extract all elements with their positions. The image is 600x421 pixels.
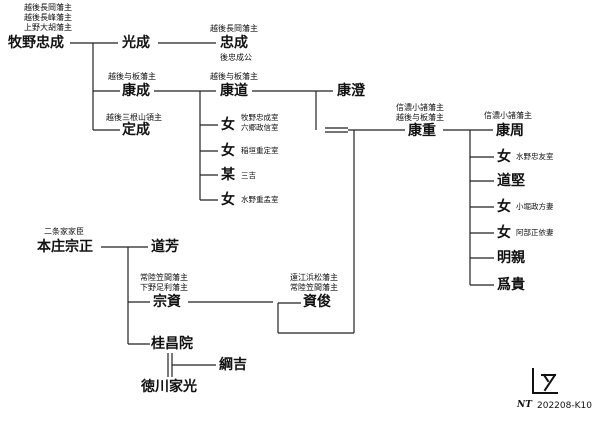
makino-yasuzumi-name: 康澄 (337, 83, 365, 99)
yasushige-child-4-note: 阿部正依妻 (516, 228, 554, 237)
honjo-sukeyoshi-title-2: 常陸笠間藩主 (290, 283, 338, 292)
honjo-sukeyoshi-title-1: 遠江浜松藩主 (290, 273, 338, 282)
honjo-munemasa-name: 本庄宗正 (37, 239, 93, 255)
author-logo-mark (532, 368, 558, 394)
honjo-iemitsu-name: 徳川家光 (141, 379, 197, 395)
makino-tadanari2-note: 後忠成公 (220, 53, 252, 62)
makino-tadanari2-title: 越後長岡藩主 (210, 24, 258, 33)
makino-tadanari-name: 牧野忠成 (8, 35, 64, 51)
yasumichi-child-4-glyph: 女 (221, 192, 235, 208)
makino-tadanari-title-3: 上野大胡藩主 (24, 23, 72, 32)
makino-tadanari-title-2: 越後長峰藩主 (24, 13, 72, 22)
honjo-michiyoshi-name: 道芳 (151, 239, 179, 255)
yasushige-child-1-note: 水野忠友室 (516, 152, 554, 161)
honjo-munesuke-title-1: 常陸笠間藩主 (140, 273, 188, 282)
yasushige-child-3-note: 小堀政方妻 (516, 202, 554, 211)
makino-yasushige-title-2: 越後与板藩主 (396, 113, 444, 122)
yasushige-child-5-glyph: 明親 (497, 250, 525, 266)
makino-sadanari-title: 越後三根山領主 (106, 113, 162, 122)
makino-yasuchika-title: 信濃小諸藩主 (484, 111, 532, 120)
chart-code: 202208-K10 (537, 401, 592, 411)
yasumichi-child-4-note: 水野重孟室 (241, 195, 279, 204)
yasumichi-child-1-note-1: 牧野忠成室 (241, 113, 279, 122)
honjo-munesuke-title-2: 下野足利藩主 (140, 283, 188, 292)
yasumichi-child-3-glyph: 某 (221, 167, 235, 183)
makino-yasunari-name: 康成 (122, 83, 150, 99)
yasumichi-child-2-glyph: 女 (221, 143, 235, 159)
yasumichi-child-3-note: 三吉 (241, 171, 256, 180)
honjo-tsunayoshi-name: 綱吉 (219, 357, 247, 373)
makino-yasushige-title-1: 信濃小諸藩主 (396, 103, 444, 112)
makino-tadanari2-name: 忠成 (220, 35, 248, 51)
honjo-munesuke-name: 宗資 (153, 294, 181, 310)
makino-yasuchika-name: 康周 (496, 123, 524, 139)
author-initials: NT (517, 400, 532, 410)
makino-yasushige-name: 康重 (408, 123, 436, 139)
yasumichi-child-1-note-2: 六郷政信室 (241, 123, 279, 132)
honjo-munemasa-title: 二条家家臣 (44, 227, 84, 236)
makino-sadanari-name: 定成 (122, 122, 150, 138)
yasushige-child-2-glyph: 道堅 (497, 173, 525, 189)
yasushige-child-1-glyph: 女 (497, 149, 511, 165)
yasushige-child-3-glyph: 女 (497, 199, 511, 215)
yasumichi-child-1-glyph: 女 (221, 117, 235, 133)
makino-yasumichi-title: 越後与板藩主 (210, 72, 258, 81)
makino-tadanari-title-1: 越後長岡藩主 (24, 3, 72, 12)
yasushige-child-4-glyph: 女 (497, 225, 511, 241)
makino-yasunari-title: 越後与板藩主 (108, 72, 156, 81)
honjo-sukeyoshi-name: 資俊 (303, 294, 331, 310)
yasumichi-child-2-note: 稲垣重定室 (241, 146, 279, 155)
honjo-keishoin-name: 桂昌院 (151, 336, 193, 352)
yasushige-child-6-glyph: 爲貴 (497, 277, 525, 293)
makino-yasumichi-name: 康道 (220, 83, 248, 99)
makino-mitsunari-name: 光成 (122, 35, 150, 51)
